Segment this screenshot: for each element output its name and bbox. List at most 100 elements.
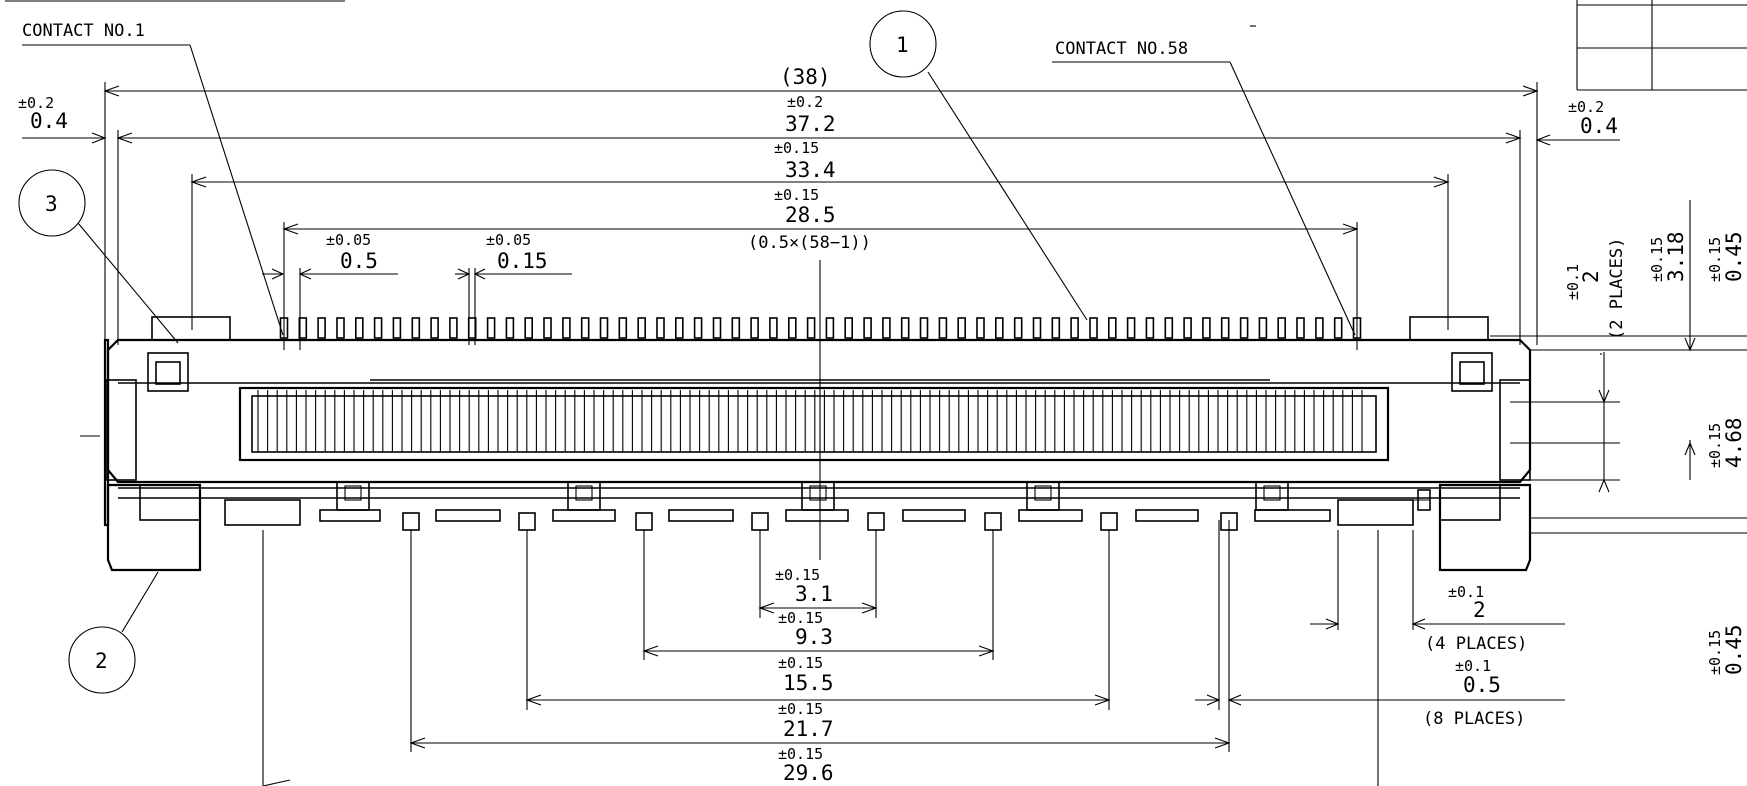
contact-pin	[467, 317, 477, 339]
contact-pin	[1258, 317, 1268, 339]
svg-text:0.4: 0.4	[30, 109, 68, 133]
contact-pin	[562, 317, 571, 339]
bottom-post	[518, 512, 536, 531]
contact-pin	[976, 317, 985, 339]
svg-text:33.4: 33.4	[785, 158, 836, 182]
svg-text:±0.05: ±0.05	[486, 231, 531, 249]
housing-latch	[336, 481, 370, 511]
stray-marks	[80, 25, 1602, 437]
contact-pin	[731, 317, 741, 339]
svg-text:±0.15: ±0.15	[774, 186, 819, 204]
contact-pin	[1164, 317, 1174, 339]
svg-text:9.3: 9.3	[795, 625, 833, 649]
contact-pin	[599, 317, 609, 339]
contact-pin	[825, 317, 835, 339]
contact-pin	[1145, 317, 1155, 339]
contact-pin	[1089, 317, 1098, 339]
contact-pin	[430, 317, 439, 339]
right-dim-texts: ±0.1 2 (2 PLACES) ±0.15 3.18 ±0.15 0.45 …	[1564, 231, 1746, 675]
svg-text:±0.2: ±0.2	[1568, 98, 1604, 116]
svg-text:29.6: 29.6	[783, 761, 834, 785]
svg-text:±0.1: ±0.1	[1455, 657, 1491, 675]
svg-text:2: 2	[95, 649, 108, 673]
balloon-3: 3	[18, 169, 179, 344]
contact-pin	[1315, 317, 1324, 339]
svg-text:±0.2: ±0.2	[18, 94, 54, 112]
svg-text:±0.15: ±0.15	[1706, 423, 1724, 468]
contact-pin	[900, 317, 910, 339]
svg-text:±0.15: ±0.15	[1706, 237, 1724, 282]
contact-pin	[392, 317, 402, 339]
balloon-2: 2	[68, 571, 159, 694]
title-block	[5, 0, 1747, 91]
contact-pin	[373, 317, 383, 339]
svg-text:±0.15: ±0.15	[775, 566, 820, 584]
contact-pin	[1126, 317, 1136, 339]
contact-pin	[769, 317, 778, 339]
contact-pin	[637, 317, 647, 339]
contact-pin	[336, 317, 345, 339]
svg-text:(4 PLACES): (4 PLACES)	[1425, 634, 1527, 654]
svg-text:3.1: 3.1	[795, 582, 833, 606]
contact-pin	[1032, 317, 1042, 339]
contact-pin	[1333, 317, 1343, 339]
svg-text:±0.15: ±0.15	[1648, 237, 1666, 282]
contact-pin	[1239, 317, 1249, 339]
bottom-post	[635, 512, 653, 531]
bottom-tab	[1018, 509, 1083, 522]
svg-text:(38): (38)	[780, 65, 831, 89]
svg-text:0.5: 0.5	[1463, 673, 1501, 697]
contact-pin	[1352, 317, 1362, 339]
bottom-posts	[319, 481, 1331, 531]
svg-text:2: 2	[1473, 598, 1486, 622]
contact-pin	[957, 317, 967, 339]
contact-pin	[411, 317, 421, 339]
svg-text:(2 PLACES): (2 PLACES)	[1607, 238, 1627, 340]
contact-pin	[505, 317, 515, 339]
contact-pin	[580, 317, 590, 339]
housing-latch	[801, 481, 835, 511]
contact-pin	[449, 317, 458, 339]
bottom-post	[984, 512, 1002, 531]
svg-text:21.7: 21.7	[783, 717, 834, 741]
svg-text:15.5: 15.5	[783, 671, 834, 695]
contact-pin	[1183, 317, 1192, 339]
contact-first-label: CONTACT NO.1	[22, 21, 145, 41]
contact-pin	[693, 317, 703, 339]
contact-pin	[354, 317, 364, 339]
svg-text:(0.5×(58−1)): (0.5×(58−1))	[748, 233, 871, 253]
bottom-tab	[1254, 509, 1331, 522]
svg-text:±0.15: ±0.15	[774, 139, 819, 157]
bottom-tab	[902, 509, 966, 522]
svg-text:0.15: 0.15	[497, 249, 548, 273]
bottom-post	[867, 512, 885, 531]
contact-pin	[524, 317, 534, 339]
contact-pin	[863, 317, 872, 339]
bottom-post	[751, 512, 769, 531]
svg-text:±0.15: ±0.15	[778, 745, 823, 763]
svg-text:(8 PLACES): (8 PLACES)	[1423, 709, 1525, 729]
right-dimensions	[1490, 200, 1747, 534]
contact-pin	[806, 317, 816, 339]
svg-text:±0.2: ±0.2	[787, 93, 823, 111]
top-dimensions	[22, 82, 1620, 350]
bottom-post	[1100, 512, 1118, 531]
bottom-tab	[435, 509, 501, 522]
contact-fingers	[257, 390, 1363, 452]
contact-pin	[486, 317, 496, 339]
contact-pin	[1296, 317, 1305, 339]
contact-pin	[750, 317, 759, 339]
svg-text:±0.1: ±0.1	[1448, 583, 1484, 601]
contact-pin	[1051, 317, 1061, 339]
svg-text:±0.05: ±0.05	[326, 231, 371, 249]
bottom-tab	[668, 509, 734, 522]
balloon-1: 1	[869, 10, 1088, 321]
bottom-tab	[785, 509, 849, 522]
connector-body	[103, 260, 1532, 572]
svg-text:±0.1: ±0.1	[1564, 264, 1582, 300]
svg-text:0.45: 0.45	[1722, 231, 1746, 282]
svg-text:±0.15: ±0.15	[1706, 630, 1724, 675]
contact-pin	[317, 317, 326, 339]
contact-pins	[279, 317, 1362, 339]
